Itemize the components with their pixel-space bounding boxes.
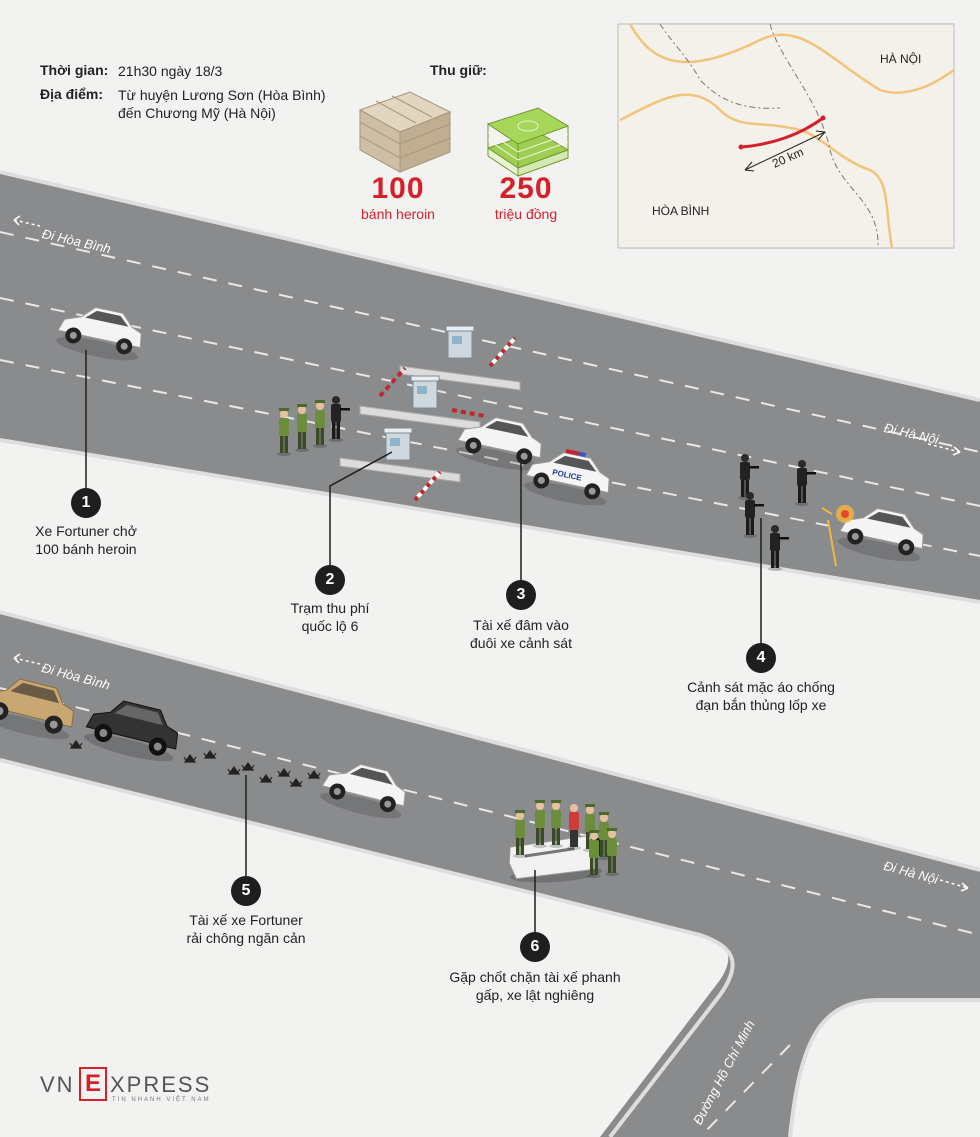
step-3-badge: 3 [506, 580, 536, 610]
heroin-count: 100 [371, 172, 425, 205]
step-5-line-1: Tài xế xe Fortuner [189, 912, 303, 928]
gunshot-flash [821, 505, 854, 567]
place-label: Địa điểm: [40, 86, 104, 102]
seized-label: Thu giữ: [430, 62, 487, 78]
brand-xpress: XPRESS [110, 1072, 212, 1097]
step-2-caption: Trạm thu phí quốc lộ 6 [260, 599, 400, 635]
police-car: POLICE [521, 445, 615, 511]
step-4-badge: 4 [746, 643, 776, 673]
place-value-2: đến Chương Mỹ (Hà Nội) [118, 105, 276, 121]
step-3-line-1: Tài xế đâm vào [473, 617, 569, 633]
vnexpress-logo [79, 1067, 107, 1101]
step-1-line-2: 100 bánh heroin [35, 541, 137, 557]
time-value: 21h30 ngày 18/3 [118, 63, 223, 79]
step-4-line-1: Cảnh sát mặc áo chống [687, 679, 835, 695]
step-5-caption: Tài xế xe Fortuner rải chông ngăn cản [171, 911, 321, 947]
heroin-unit: bánh heroin [361, 206, 435, 222]
step-6-badge: 6 [520, 932, 550, 962]
place-value-1: Từ huyện Lương Sơn (Hòa Bình) [118, 87, 326, 103]
step-2-line-2: quốc lộ 6 [301, 618, 359, 634]
step-5-badge: 5 [231, 876, 261, 906]
step-1-line-1: Xe Fortuner chở [35, 523, 137, 539]
toll-station [339, 325, 521, 502]
money-count: 250 [499, 172, 553, 205]
checkpoint-officers [513, 800, 619, 878]
step-2-badge: 2 [315, 565, 345, 595]
map-label-hoabinh: HÒA BÌNH [652, 204, 710, 218]
brand-vn: VN [40, 1072, 75, 1097]
step-4-line-2: đạn bắn thủng lốp xe [695, 697, 827, 713]
step-6-line-2: gấp, xe lật nghiêng [475, 987, 595, 1003]
money-unit: triệu đồng [494, 206, 558, 222]
step-1-badge: 1 [71, 488, 101, 518]
road-direction-arrows [13, 215, 969, 892]
map-label-hanoi: HÀ NỘI [880, 52, 922, 66]
heroin-stack-icon [358, 91, 452, 173]
money-stack-icon [486, 107, 570, 177]
step-3-caption: Tài xế đâm vào đuôi xe cảnh sát [451, 616, 591, 652]
time-label: Thời gian: [40, 62, 109, 78]
brand-tagline: TIN NHANH VIỆT NAM [112, 1097, 211, 1103]
step-4-caption: Cảnh sát mặc áo chống đạn bắn thủng lốp … [681, 678, 841, 714]
connector-lines [85, 350, 762, 932]
step-6-caption: Gặp chốt chặn tài xế phanh gấp, xe lật n… [440, 968, 630, 1004]
step-3-line-2: đuôi xe cảnh sát [470, 635, 572, 651]
step-5-line-2: rải chông ngăn cản [186, 930, 306, 946]
step-1-caption: Xe Fortuner chở 100 bánh heroin [16, 522, 156, 558]
location-map [617, 23, 955, 249]
brand-e: E [85, 1070, 102, 1097]
step-6-line-1: Gặp chốt chặn tài xế phanh [449, 969, 621, 985]
step-2-line-1: Trạm thu phí [290, 600, 370, 616]
